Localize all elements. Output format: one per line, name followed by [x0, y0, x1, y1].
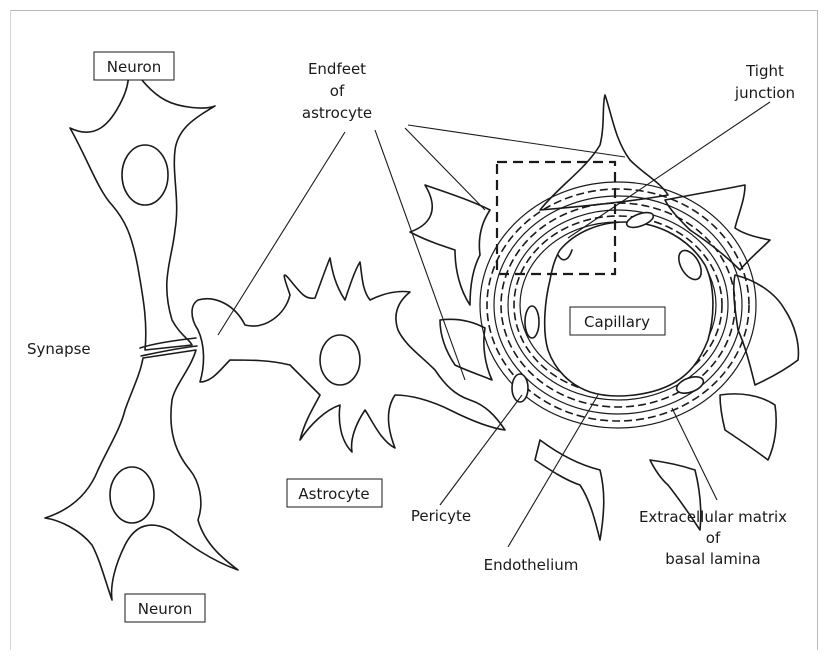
endfoot-right-lower [720, 394, 776, 460]
neuron-top-nucleus [122, 145, 168, 205]
endothelium-label: Endothelium [484, 556, 579, 574]
endfeet-label-line2: of [330, 82, 345, 100]
ecm-label-line2: of [706, 529, 721, 547]
neuron-bottom-label: Neuron [138, 600, 192, 618]
ecm-label-line3: basal lamina [665, 550, 761, 568]
tight-junction-label-line2: junction [734, 84, 795, 102]
pericyte-nucleus-1 [525, 306, 539, 338]
endfeet-label-line1: Endfeet [308, 60, 366, 78]
astrocyte-label: Astrocyte [298, 485, 369, 503]
neuron-top-label: Neuron [107, 58, 161, 76]
astrocyte-nucleus [320, 335, 360, 385]
neuron-bottom-nucleus [110, 467, 154, 523]
pericyte-label: Pericyte [411, 507, 471, 525]
endfoot-bottom [535, 440, 604, 540]
ecm-label-line1: Extracellular matrix [639, 508, 787, 526]
synapse-label: Synapse [27, 340, 91, 358]
endfoot-left [440, 319, 492, 380]
endfeet-label-line3: astrocyte [302, 104, 372, 122]
endfoot-right [734, 275, 799, 385]
tight-junction-label-line1: Tight [745, 62, 784, 80]
leader-endfeet-top [408, 125, 625, 157]
capillary-label: Capillary [584, 313, 650, 331]
